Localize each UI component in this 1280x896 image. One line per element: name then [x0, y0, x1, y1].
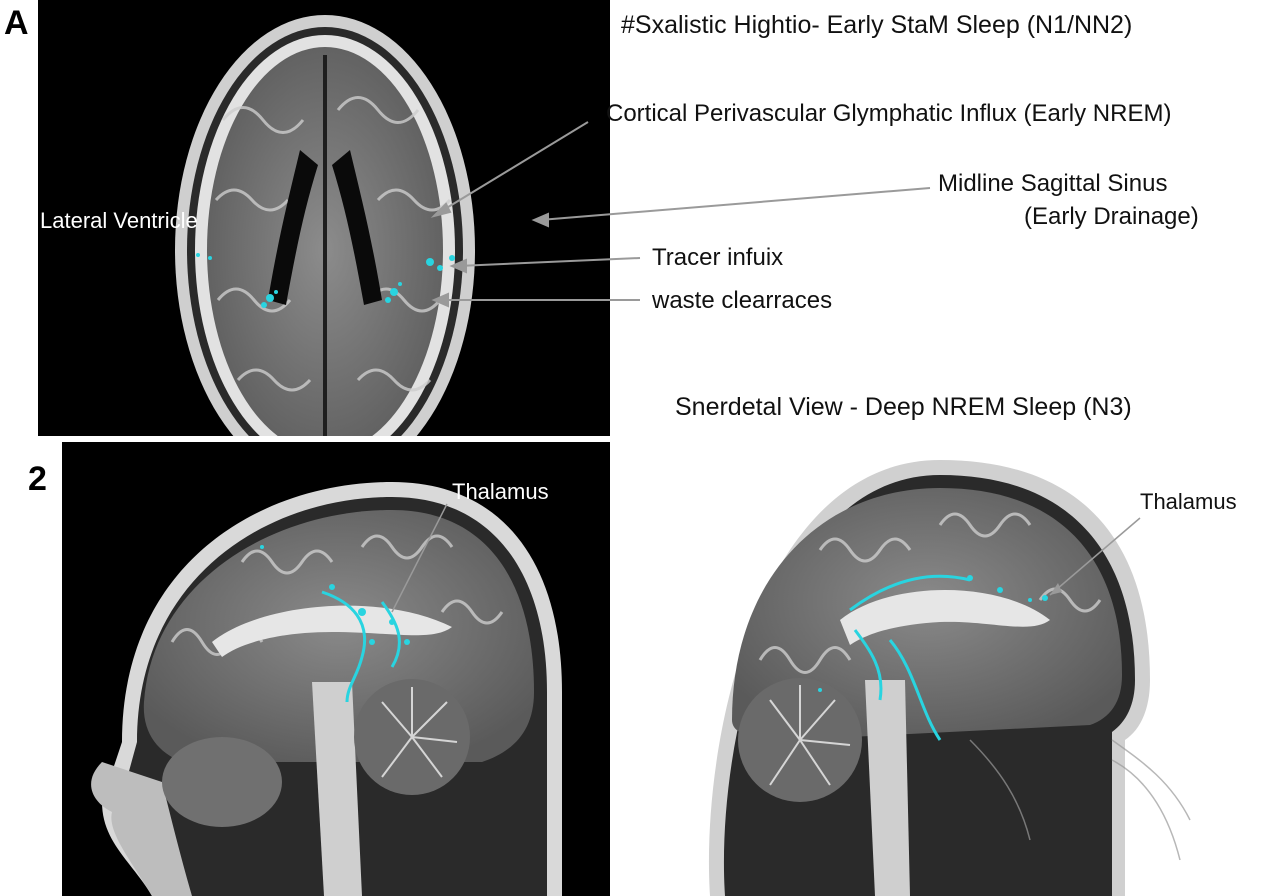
sagittal-mri-panel-right [670, 440, 1230, 896]
callout-arrows [430, 121, 931, 308]
callout-marker [591, 97, 601, 133]
label-early-drainage: (Early Drainage) [1024, 203, 1199, 230]
axial-brain-illustration [38, 0, 610, 436]
label-thalamus-right: Thalamus [1140, 489, 1237, 514]
label-lateral-ventricle: Lateral Ventricle [40, 208, 198, 233]
axial-mri-panel [38, 0, 610, 436]
label-tracer-influx: Tracer infuix [652, 244, 784, 271]
label-waste-clearance: waste clearraces [652, 287, 833, 314]
sagittal-brain-illustration-left [62, 442, 610, 896]
panel-label-2: 2 [28, 460, 47, 498]
label-sagittal-sinus: Midline Sagittal Sinus [938, 170, 1168, 197]
sagittal-brain-illustration-right [708, 460, 1191, 896]
sagittal-mri-panel-left [62, 442, 610, 896]
bottom-right-title: Snerdetal View - Deep NREM Sleep (N3) [675, 393, 1132, 421]
panel-label-a: A [4, 4, 29, 42]
top-title: #Sxalistic Hightio- Early StaM Sleep (N1… [621, 11, 1133, 39]
label-cortical-influx: Cortical Perivascular Glymphatic Influx … [606, 100, 1172, 127]
label-thalamus-left: Thalamus [452, 479, 549, 504]
